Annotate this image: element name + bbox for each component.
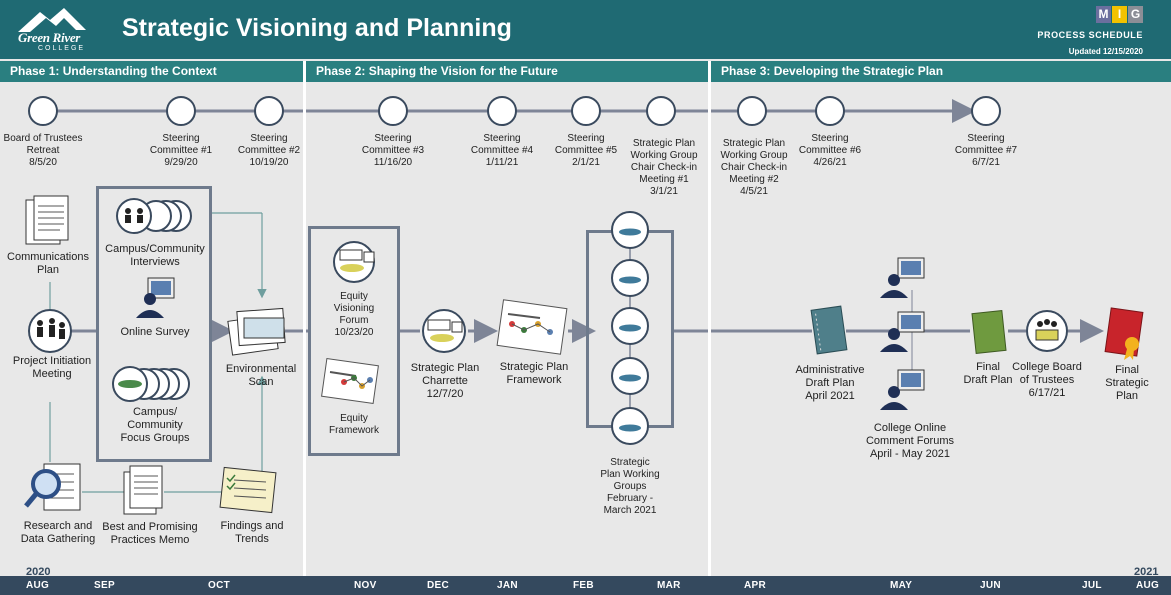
framework-icon [496,299,568,355]
month-aug-2020: AUG [26,580,50,591]
wg1-meeting-icon [646,96,676,126]
updated-date: Updated 12/15/2020 [1068,47,1143,56]
project-initiation-icon [28,309,72,353]
engagement-group-box [96,186,212,462]
mig-letter-m: M [1096,6,1111,23]
mountain-logo-icon [18,8,86,32]
phase-1-header: Phase 1: Understanding the Context [0,61,303,82]
board-retreat-meeting-icon [28,96,58,126]
environmental-scan-icon [227,307,286,356]
month-feb: FEB [573,580,594,591]
working-group-nodes [611,211,649,445]
timeline-year-end: 2021 [1134,566,1159,578]
focus-groups-icon [112,366,190,402]
logo-sub: COLLEGE [38,45,86,52]
page-title: Strategic Visioning and Planning [122,14,512,42]
findings-checklist-icon [219,466,277,514]
month-sep: SEP [94,580,115,591]
month-apr: APR [744,580,767,591]
equity-framework-icon [321,358,379,404]
sc1-meeting-icon [166,96,196,126]
phase-separator-2 [708,61,711,595]
equity-group-box [308,226,400,456]
communications-plan-icon [25,195,69,245]
interviews-icon [116,198,192,234]
header-bar [0,0,1171,59]
sc7-meeting-icon [971,96,1001,126]
sc6-meeting-icon [815,96,845,126]
logo-name: Green River [18,30,81,45]
charrette-icon [422,309,466,353]
admin-draft-book-icon [810,305,848,355]
mig-logo: M I G [1096,6,1144,23]
phase-3-header: Phase 3: Developing the Strategic Plan [711,61,1171,82]
sc2-meeting-icon [254,96,284,126]
month-aug-2021: AUG [1136,580,1160,591]
process-schedule-label: PROCESS SCHEDULE [1037,30,1143,40]
sc4-meeting-icon [487,96,517,126]
month-mar: MAR [657,580,681,591]
best-practices-memo-icon [123,465,163,515]
timeline-bar [0,576,1171,595]
phase-2-header: Phase 2: Shaping the Vision for the Futu… [306,61,708,82]
research-magnifier-icon [24,463,81,511]
equity-forum-icon [333,241,375,283]
sc3-meeting-icon [378,96,408,126]
wg2-meeting-icon [737,96,767,126]
board-approval-meeting-icon [1026,310,1068,352]
comment-forum-computer-icons [880,257,925,410]
month-jan: JAN [497,580,518,591]
online-survey-computer-icon [136,277,175,318]
mig-letter-i: I [1112,6,1127,23]
month-oct: OCT [208,580,231,591]
timeline-year-start: 2020 [26,566,51,578]
month-may: MAY [890,580,913,591]
month-jul: JUL [1082,580,1102,591]
online-survey-label: Online Survey [120,326,190,338]
month-jun: JUN [980,580,1001,591]
month-nov: NOV [354,580,377,591]
sc5-meeting-icon [571,96,601,126]
month-dec: DEC [427,580,450,591]
final-plan-award-book-icon [1104,307,1144,360]
final-draft-book-icon [971,309,1007,355]
mig-letter-g: G [1128,6,1143,23]
college-logo: Green River COLLEGE [16,6,104,54]
phase-separator-1 [303,61,306,595]
